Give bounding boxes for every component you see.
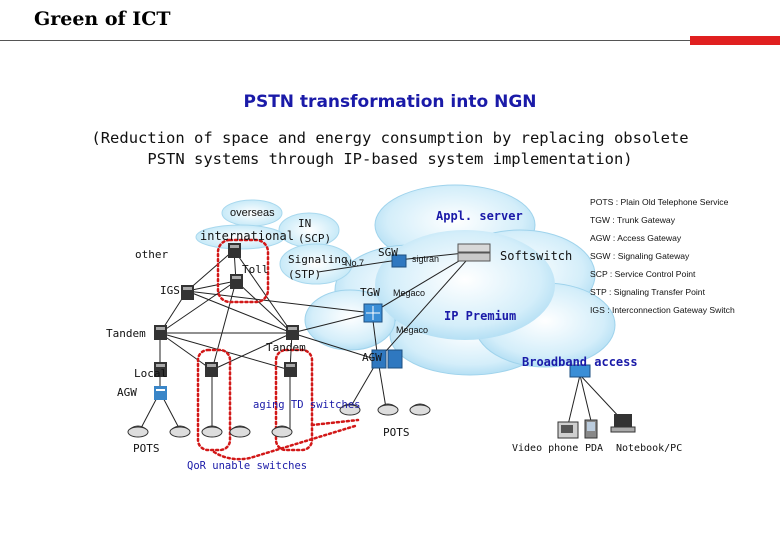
notebook-label: Notebook/PC	[616, 443, 682, 454]
aging-td-label: aging TD switches	[253, 399, 360, 411]
toll-switch-icon	[230, 274, 243, 289]
legend-item-scp: SCP : Service Control Point	[590, 269, 696, 279]
aging-switch-2-icon	[284, 362, 297, 377]
sigtran-label: sigtran	[412, 254, 439, 264]
international-label: international	[200, 229, 294, 243]
pda-label: PDA	[585, 443, 603, 454]
pots-left-label: POTS	[133, 442, 160, 455]
agw-right-icon	[371, 349, 403, 369]
tandem-left-switch-icon	[154, 325, 167, 340]
phone-icon	[201, 425, 223, 438]
highlight-boxes	[196, 238, 360, 461]
page-title: PSTN transformation into NGN	[243, 92, 537, 112]
scp-label: (SCP)	[298, 232, 331, 245]
ip-premium-label: IP Premium	[444, 309, 516, 323]
legend-item-pots: POTS : Plain Old Telephone Service	[590, 197, 729, 207]
tandem-mid-switch-icon	[286, 325, 299, 340]
legend-item-agw: AGW : Access Gateway	[590, 233, 682, 243]
tandem-mid-label: Tandem	[266, 341, 306, 354]
broadband-access-label: Broadband access	[522, 355, 638, 369]
agw-right-label: AGW	[362, 351, 382, 364]
sgw-label: SGW	[378, 246, 398, 259]
igs-switch-icon	[181, 285, 194, 300]
agw-left-label: AGW	[117, 386, 137, 399]
header-red-bar	[690, 36, 780, 45]
qor-label: QoR unable switches	[187, 460, 307, 472]
notebook-icon	[610, 414, 636, 433]
stp-label: (STP)	[288, 268, 321, 281]
softswitch-icon	[457, 243, 491, 262]
phone-icon	[377, 403, 399, 416]
subtitle-line-1: (Reduction of space and energy consumpti…	[91, 129, 689, 147]
broadband-gateway-icon	[569, 364, 591, 378]
header-title: Green of ICT	[34, 8, 171, 30]
no7-label: No.7	[345, 258, 364, 268]
subtitle-line-2: PSTN systems through IP-based system imp…	[147, 150, 633, 168]
local-switch-icon	[154, 362, 167, 377]
terminal-icons	[557, 414, 636, 439]
toll-label: Toll	[242, 263, 269, 276]
switch-icons	[154, 243, 299, 377]
phone-icon	[271, 425, 293, 438]
phone-icons	[127, 403, 431, 438]
agw-left-icon	[154, 386, 167, 400]
legend-item-igs: IGS : Interconnection Gateway Switch	[590, 305, 735, 315]
sgw-icon	[391, 254, 407, 268]
phone-icon	[409, 403, 431, 416]
tandem-left-label: Tandem	[106, 327, 146, 340]
megaco-bottom-label: Megaco	[396, 325, 428, 335]
legend-item-stp: STP : Signaling Transfer Point	[590, 287, 705, 297]
international-switch-icon	[228, 243, 241, 258]
video-phone-label: Video phone	[512, 443, 578, 454]
signaling-label: Signaling	[288, 253, 348, 266]
local-label: Local	[134, 367, 167, 380]
tgw-label: TGW	[360, 286, 380, 299]
overseas-label: overseas	[230, 207, 275, 219]
phone-icon	[339, 403, 361, 416]
pda-icon	[584, 419, 598, 439]
signaling-cloud	[279, 243, 353, 285]
phone-icon	[169, 425, 191, 438]
subtitle: (Reduction of space and energy consumpti…	[40, 128, 740, 170]
appl-server-label: Appl. server	[436, 209, 523, 223]
header-rule	[0, 40, 690, 41]
in-label: IN	[298, 217, 311, 230]
aging-switch-1-icon	[205, 362, 218, 377]
other-label: other	[135, 248, 168, 261]
ngn-device-icons	[154, 243, 591, 400]
legend: POTS : Plain Old Telephone Service TGW :…	[590, 197, 780, 323]
phone-icon	[127, 425, 149, 438]
softswitch-label: Softswitch	[500, 249, 572, 263]
legend-item-tgw: TGW : Trunk Gateway	[590, 215, 676, 225]
megaco-top-label: Megaco	[393, 288, 425, 298]
legend-item-sgw: SGW : Signaling Gateway	[590, 251, 690, 261]
video-phone-icon	[557, 421, 579, 439]
phone-icon	[229, 425, 251, 438]
pots-mid-label: POTS	[383, 426, 410, 439]
tgw-icon	[363, 303, 383, 323]
igs-label: IGS	[160, 284, 180, 297]
